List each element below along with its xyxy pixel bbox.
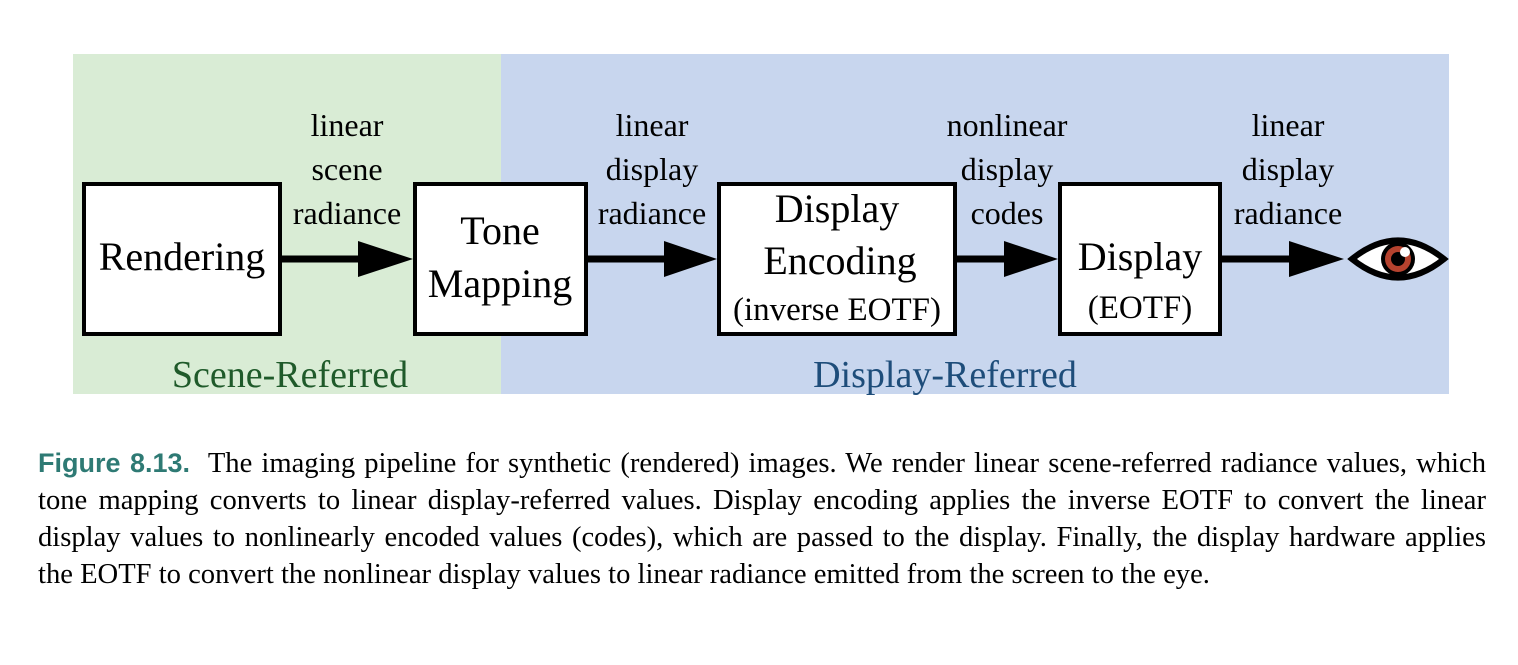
eye-icon	[1347, 237, 1449, 281]
rendering-box-label: Rendering	[99, 234, 266, 279]
edge1-line1: linear	[311, 107, 384, 143]
edge2-line3: radiance	[598, 195, 706, 231]
display-referred-label: Display-Referred	[813, 354, 1077, 396]
arrow-tone-to-encoding	[588, 241, 717, 277]
display-referred-region	[501, 54, 1449, 394]
edge2-line2: display	[606, 151, 698, 187]
arrow-display-to-eye	[1222, 241, 1344, 277]
edge2-line1: linear	[616, 107, 689, 143]
pipeline-diagram: Scene-Referred Display-Referred Renderin…	[73, 54, 1449, 396]
figure-label: Figure 8.13.	[38, 448, 191, 478]
display-box-line2: (EOTF)	[1088, 290, 1192, 326]
tone-mapping-box: Tone Mapping	[413, 182, 588, 336]
edge3-line1: nonlinear	[947, 107, 1068, 143]
tone-mapping-box-line2: Mapping	[428, 261, 572, 306]
display-box: Display (EOTF)	[1058, 182, 1222, 336]
figure-caption: Figure 8.13. The imaging pipeline for sy…	[38, 445, 1486, 593]
display-box-line1: Display	[1078, 234, 1202, 279]
arrow-encoding-to-display	[957, 241, 1058, 277]
display-encoding-box: Display Encoding (inverse EOTF)	[717, 182, 957, 336]
edge4-line2: display	[1242, 151, 1334, 187]
rendering-box: Rendering	[82, 182, 282, 336]
edge4-line3: radiance	[1234, 195, 1342, 231]
caption-text: The imaging pipeline for synthetic (rend…	[38, 448, 1486, 590]
tone-mapping-box-line1: Tone	[460, 208, 539, 253]
display-encoding-box-line1: Display	[775, 186, 899, 231]
edge-label-display-radiance: linear display radiance	[598, 107, 706, 231]
display-encoding-box-line2: Encoding	[763, 238, 916, 283]
display-encoding-box-line3: (inverse EOTF)	[733, 292, 941, 328]
scene-referred-label: Scene-Referred	[172, 354, 408, 396]
edge3-line2: display	[961, 151, 1053, 187]
edge-label-display-codes: nonlinear display codes	[947, 107, 1068, 231]
arrow-rendering-to-tone	[282, 241, 413, 277]
edge1-line3: radiance	[293, 195, 401, 231]
edge-label-output-radiance: linear display radiance	[1234, 107, 1342, 231]
edge1-line2: scene	[311, 151, 382, 187]
edge3-line3: codes	[971, 195, 1044, 231]
edge4-line1: linear	[1252, 107, 1325, 143]
edge-label-scene-radiance: linear scene radiance	[293, 107, 401, 231]
